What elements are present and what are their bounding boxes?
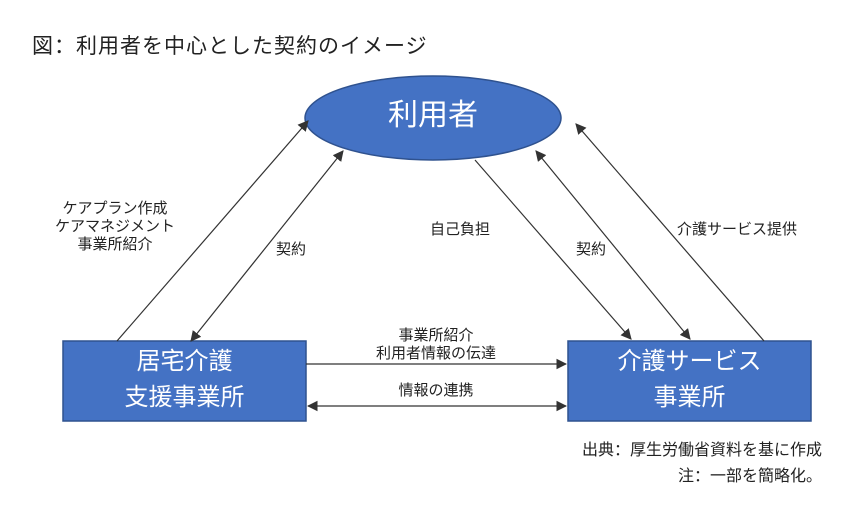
care-manager-office-line2: 支援事業所 bbox=[124, 383, 245, 411]
contract-right-label: 契約 bbox=[576, 240, 607, 258]
care-manager-office-node bbox=[62, 340, 307, 422]
service-office-line2: 事業所 bbox=[653, 383, 726, 411]
page-title: 図：利用者を中心とした契約のイメージ bbox=[32, 34, 428, 58]
source-citation: 出典：厚生労働省資料を基に作成 bbox=[581, 440, 822, 459]
info-sharing-label: 情報の連携 bbox=[398, 381, 474, 399]
user-node-label: 利用者 bbox=[388, 98, 478, 133]
contract-left-label: 契約 bbox=[276, 240, 307, 258]
contract-right-arrow bbox=[535, 150, 691, 340]
intro-label: 事業所紹介 利用者情報の伝達 bbox=[326, 326, 546, 362]
service-office-label: 介護サービス 事業所 bbox=[568, 343, 811, 415]
footnote: 注：一部を簡略化。 bbox=[677, 466, 822, 485]
care-plan-line2: ケアマネジメント bbox=[54, 217, 175, 235]
service-office-line1: 介護サービス bbox=[617, 347, 762, 375]
service-provision-label: 介護サービス提供 bbox=[677, 220, 798, 238]
user-node bbox=[304, 75, 562, 161]
self-pay-arrow bbox=[474, 159, 632, 340]
contract-left-arrow bbox=[190, 150, 344, 342]
self-pay-label: 自己負担 bbox=[430, 220, 491, 238]
care-manager-office-label: 居宅介護 支援事業所 bbox=[63, 343, 306, 415]
service-provision-arrow bbox=[575, 123, 765, 342]
care-plan-line1: ケアプラン作成 bbox=[62, 199, 168, 217]
intro-line2: 利用者情報の伝達 bbox=[375, 344, 496, 362]
care-plan-label: ケアプラン作成 ケアマネジメント 事業所紹介 bbox=[30, 199, 200, 253]
care-plan-line3: 事業所紹介 bbox=[77, 235, 153, 253]
service-office-node bbox=[567, 340, 812, 422]
intro-line1: 事業所紹介 bbox=[398, 326, 474, 344]
care-manager-office-line1: 居宅介護 bbox=[136, 347, 233, 375]
